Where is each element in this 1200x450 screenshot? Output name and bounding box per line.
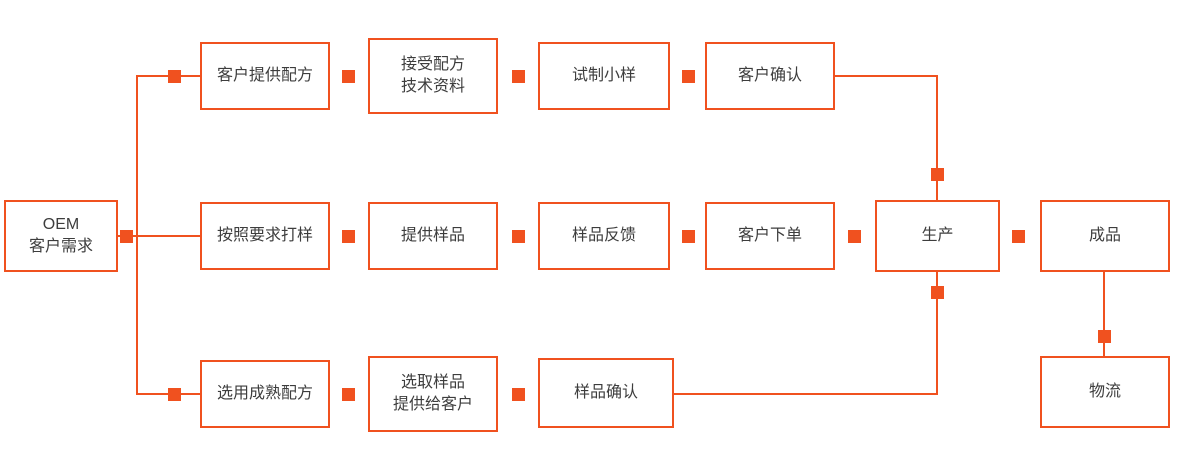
node-oem-customer-demand: OEM 客户需求 [4,200,118,272]
connector-line [936,75,938,200]
connector-square [931,168,944,181]
connector-square [512,70,525,83]
node-sample-per-request: 按照要求打样 [200,202,330,270]
node-customer-confirm: 客户确认 [705,42,835,110]
node-provide-sample: 提供样品 [368,202,498,270]
connector-square [342,230,355,243]
node-sample-confirm: 样品确认 [538,358,674,428]
connector-square [1098,330,1111,343]
node-customer-order: 客户下单 [705,202,835,270]
connector-line [1103,272,1105,356]
connector-square [931,286,944,299]
node-select-sample-for-customer: 选取样品 提供给客户 [368,356,498,432]
connector-square [512,388,525,401]
connector-square [1012,230,1025,243]
connector-square [512,230,525,243]
node-sample-feedback: 样品反馈 [538,202,670,270]
connector-square [168,70,181,83]
connector-square [682,230,695,243]
node-select-mature-formula: 选用成熟配方 [200,360,330,428]
node-trial-sample: 试制小样 [538,42,670,110]
node-customer-provides-formula: 客户提供配方 [200,42,330,110]
connector-square [120,230,133,243]
connector-line [117,235,200,237]
connector-line [835,75,938,77]
node-accept-formula-docs: 接受配方 技术资料 [368,38,498,114]
connector-square [682,70,695,83]
connector-line [674,393,938,395]
node-finished-product: 成品 [1040,200,1170,272]
node-logistics: 物流 [1040,356,1170,428]
connector-line [936,272,938,395]
connector-square [342,70,355,83]
connector-square [168,388,181,401]
connector-square [848,230,861,243]
node-production: 生产 [875,200,1000,272]
connector-square [342,388,355,401]
